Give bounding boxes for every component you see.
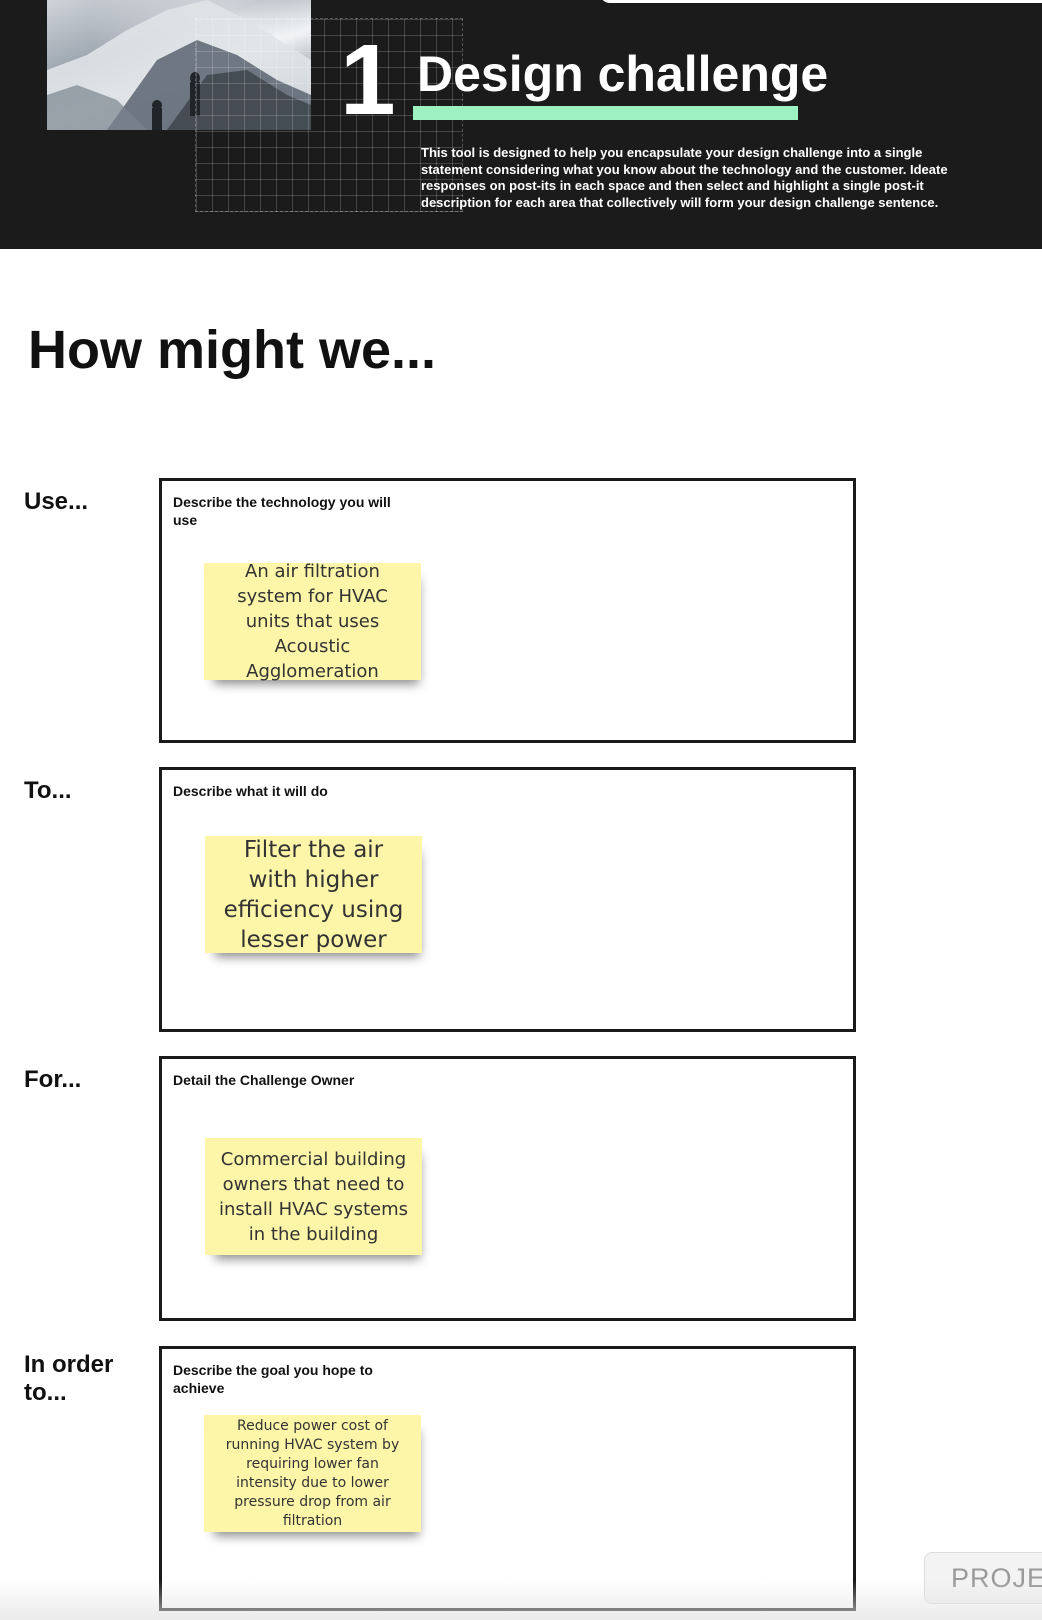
section-prompt: Detail the Challenge Owner [173,1072,355,1088]
section-prompt: Describe the technology you will use [173,494,391,528]
section-box-to[interactable]: Describe what it will do Filter the air … [159,767,856,1032]
section-box-use[interactable]: Describe the technology you will use An … [159,478,856,743]
section-box-in-order-to[interactable]: Describe the goal you hope to achieve Re… [159,1346,856,1611]
section-label-to: To... [24,777,72,804]
sticky-note-text: Reduce power cost of running HVAC system… [225,1417,400,1529]
section-prompt: Describe what it will do [173,783,328,799]
sticky-note-for[interactable]: Commercial building owners that need to … [205,1138,422,1255]
header-description: This tool is designed to help you encaps… [421,145,948,210]
step-number: 1 [340,24,396,136]
title-underline [413,106,798,120]
page-title: Design challenge [417,46,829,102]
sticky-note-in-order-to[interactable]: Reduce power cost of running HVAC system… [204,1415,421,1532]
section-prompt: Describe the goal you hope to achieve [173,1362,373,1396]
how-might-we-heading: How might we... [28,320,437,380]
section-box-for[interactable]: Detail the Challenge Owner Commercial bu… [159,1056,856,1321]
mountain-illustration [47,0,311,130]
sticky-note-text: An air filtration system for HVAC units … [237,561,388,682]
sticky-note-to[interactable]: Filter the air with higher efficiency us… [205,836,422,953]
section-label-use: Use... [24,488,89,515]
header-banner: 1 Design challenge This tool is designed… [0,0,1042,249]
project-tab[interactable]: PROJE [924,1552,1042,1604]
section-label-in-order-to: In order to... [24,1351,114,1406]
top-toolbar-edge [600,0,1042,3]
section-label-for: For... [24,1066,82,1093]
sticky-note-text: Commercial building owners that need to … [218,1148,409,1245]
mountain-photo [47,0,311,130]
sticky-note-use[interactable]: An air filtration system for HVAC units … [204,561,421,682]
sticky-note-text: Filter the air with higher efficiency us… [223,836,404,953]
